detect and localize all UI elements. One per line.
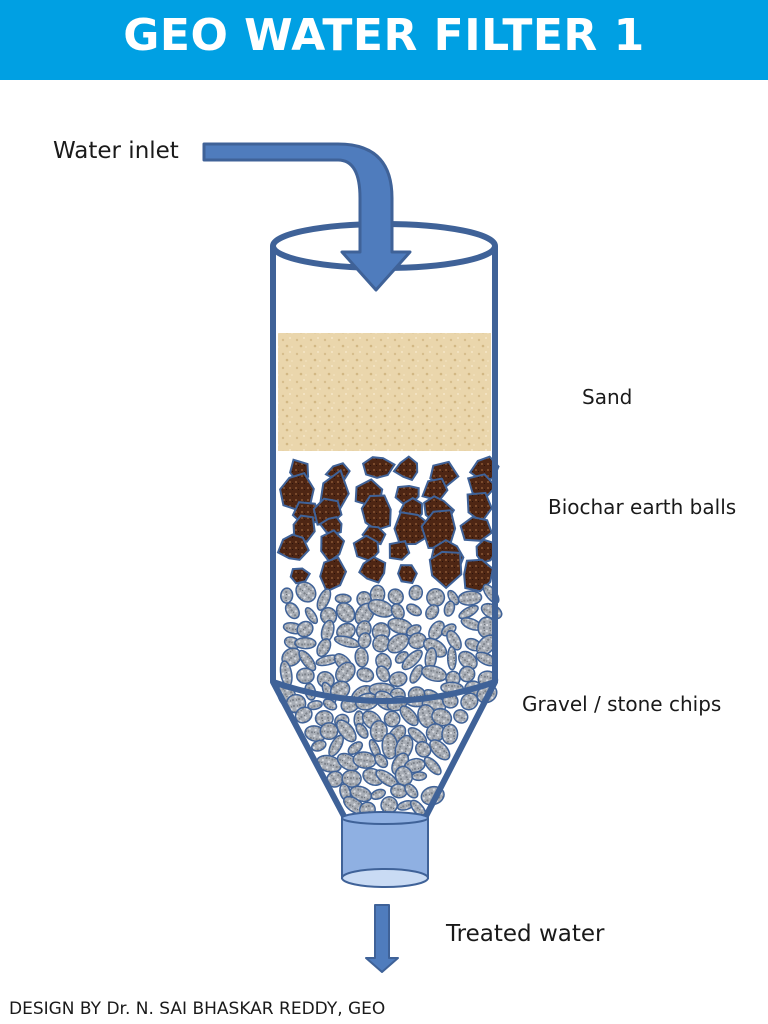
sand-layer	[278, 333, 491, 451]
gravel-chip	[311, 739, 327, 752]
gravel-chip	[294, 706, 313, 724]
gravel-chip	[296, 620, 314, 638]
gravel-chip	[405, 603, 423, 617]
cone-rim	[272, 679, 496, 704]
gravel-chip	[375, 665, 391, 683]
biochar-ball	[466, 491, 493, 524]
gravel-chip	[409, 664, 424, 684]
gravel-chip	[404, 783, 419, 799]
gravel-chip	[414, 740, 432, 758]
biochar-ball	[463, 558, 494, 593]
gravel-chip	[335, 602, 356, 623]
outlet-cylinder	[341, 811, 429, 888]
biochar-ball	[358, 555, 387, 584]
biochar-ball	[428, 550, 463, 590]
biochar-ball	[459, 516, 494, 542]
gravel-chip	[319, 722, 339, 741]
gravel-chip	[294, 637, 317, 650]
gravel-chip	[307, 700, 323, 711]
biochar-ball	[289, 567, 312, 585]
gravel-label: Gravel / stone chips	[522, 692, 722, 716]
gravel-chip	[370, 788, 387, 800]
gravel-chip	[447, 589, 460, 606]
gravel-chip	[411, 771, 428, 782]
gravel-chip	[460, 692, 479, 711]
title-bar	[0, 0, 768, 80]
biochar-ball	[360, 494, 392, 532]
gravel-chip	[443, 600, 456, 617]
design-credit: DESIGN BY Dr. N. SAI BHASKAR REDDY, GEO	[9, 999, 386, 1019]
gravel-chip	[387, 588, 404, 605]
gravel-chip	[333, 635, 361, 649]
gravel-chip	[341, 769, 362, 788]
gravel-chip	[458, 650, 478, 670]
gravel-chip	[369, 720, 388, 743]
biochar-ball	[361, 456, 396, 479]
gravel-chip	[429, 739, 451, 761]
gravel-chip	[458, 604, 479, 620]
gravel-chip	[401, 649, 423, 671]
gravel-chip	[335, 661, 356, 684]
biochar-ball	[397, 564, 418, 585]
gravel-chip	[441, 723, 459, 745]
gravel-chip	[425, 604, 440, 620]
page-title: GEO WATER FILTER 1	[123, 10, 645, 61]
gravel-chip	[280, 587, 294, 604]
gravel-chip	[373, 753, 389, 769]
gravel-chip	[399, 705, 419, 727]
gravel-chip	[354, 647, 369, 668]
gravel-chip	[322, 698, 338, 711]
biochar-ball	[320, 529, 346, 563]
gravel-chip	[295, 581, 317, 603]
water-inlet-label: Water inlet	[53, 138, 179, 164]
biochar-ball	[421, 477, 449, 502]
treated-water-label: Treated water	[446, 921, 605, 947]
gravel-chip	[421, 665, 448, 682]
gravel-chip	[316, 638, 332, 658]
biochar-ball	[388, 539, 411, 561]
biochar-ball	[318, 515, 343, 536]
gravel-chip	[457, 590, 483, 606]
gravel-chip	[458, 665, 476, 683]
gravel-chip	[284, 602, 300, 620]
biochar-ball	[276, 533, 310, 561]
biochar-layer	[276, 455, 500, 593]
gravel-chip	[408, 584, 424, 601]
biochar-ball	[392, 455, 419, 482]
gravel-chip	[316, 588, 332, 611]
biochar-ball	[279, 472, 315, 511]
gravel-chip	[383, 710, 401, 728]
gravel-chip	[453, 709, 469, 724]
gravel-chip	[482, 583, 500, 604]
gravel-chip	[388, 671, 408, 688]
sand-label: Sand	[582, 385, 633, 409]
gravel-chip	[446, 645, 457, 671]
gravel-chip	[296, 667, 315, 685]
gravel-chip	[356, 667, 375, 683]
gravel-chip	[355, 722, 369, 739]
water-inlet-arrow	[202, 142, 412, 292]
gravel-chip	[334, 593, 352, 604]
gravel-chip	[423, 756, 442, 776]
biochar-ball	[319, 556, 348, 593]
gravel-chip	[304, 607, 319, 625]
treated-water-arrow	[365, 904, 399, 973]
biochar-ball	[352, 534, 380, 563]
gravel-chip	[386, 633, 410, 654]
gravel-chip	[426, 588, 446, 607]
gravel-chip	[446, 629, 462, 651]
gravel-chip	[298, 649, 317, 672]
biochar-ball	[475, 538, 497, 564]
gravel-chip	[347, 741, 364, 756]
biochar-label: Biochar earth balls	[548, 495, 737, 519]
